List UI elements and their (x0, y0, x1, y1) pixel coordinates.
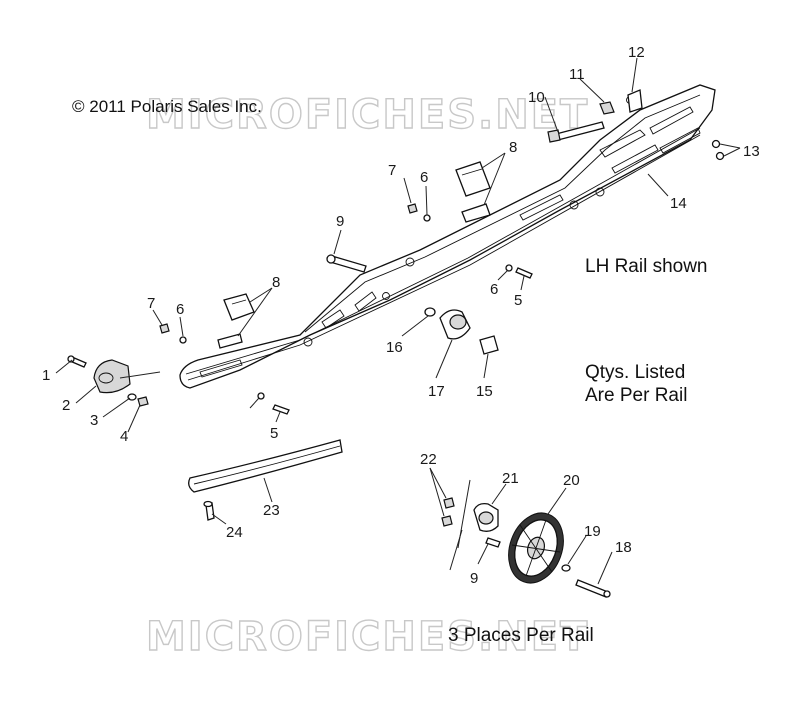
wear-block-front (217, 293, 255, 349)
callout-10: 10 (528, 89, 545, 106)
leader-lines (55, 57, 741, 585)
callout-2: 2 (62, 397, 70, 414)
bogie-washer (561, 564, 571, 572)
callout-17: 17 (428, 383, 445, 400)
callout-1: 1 (42, 367, 50, 384)
bogie-wheel (508, 512, 564, 584)
callout-7-top: 7 (388, 162, 396, 179)
callout-11: 11 (569, 66, 585, 83)
callout-4: 4 (120, 428, 128, 445)
callout-8-front: 8 (272, 274, 280, 291)
rear-screws (711, 139, 725, 161)
note-places: 3 Places Per Rail (448, 625, 594, 646)
rail-bolts (272, 267, 533, 415)
callout-9-rail: 9 (336, 213, 344, 230)
callout-18: 18 (615, 539, 632, 556)
wear-slide (188, 439, 343, 493)
callout-21: 21 (502, 470, 519, 487)
note-lh-rail: LH Rail shown (585, 256, 708, 277)
callout-7-front: 7 (147, 295, 155, 312)
note-qty-line1: Qtys. Listed (585, 362, 685, 383)
rear-axle-bolt (547, 121, 605, 143)
slide-screw (203, 500, 215, 521)
callout-13: 13 (743, 143, 760, 160)
rear-nut (599, 101, 615, 115)
bogie-axle (575, 579, 611, 598)
callout-14: 14 (670, 195, 687, 212)
copyright-text: © 2011 Polaris Sales Inc. (72, 97, 262, 116)
callout-3: 3 (90, 412, 98, 429)
callout-23: 23 (263, 502, 280, 519)
wear-block-rear (455, 161, 491, 223)
idler-assembly (424, 307, 499, 355)
callout-24: 24 (226, 524, 243, 541)
callout-20: 20 (563, 472, 580, 489)
callout-6-front: 6 (176, 301, 184, 318)
callout-8-rear: 8 (509, 139, 517, 156)
callout-5-front: 5 (270, 425, 278, 442)
callout-6-rear: 6 (490, 281, 498, 298)
callout-9-bogie: 9 (470, 570, 478, 587)
note-qty-line2: Are Per Rail (585, 385, 687, 406)
bogie-hardware (441, 497, 455, 527)
callout-5-rear: 5 (514, 292, 522, 309)
tip-bolt (67, 355, 87, 368)
callout-22: 22 (420, 451, 437, 468)
callout-19: 19 (584, 523, 601, 540)
bogie-spacer (473, 502, 499, 532)
rail-axle-bolt (326, 254, 367, 273)
bogie-bolt (485, 537, 501, 548)
watermark-bottom: MICROFICHES.NET (146, 614, 589, 660)
rail-tip (93, 359, 131, 394)
callout-16: 16 (386, 339, 403, 356)
callouts: 1 2 3 4 5 5 6 6 6 7 7 8 8 9 9 10 11 12 1… (42, 44, 760, 587)
watermark-top: MICROFICHES.NET (146, 92, 589, 138)
callout-12: 12 (628, 44, 645, 61)
slide-rail (179, 84, 716, 389)
small-hardware (159, 203, 513, 400)
tip-nut (137, 396, 149, 407)
callout-6-top: 6 (420, 169, 428, 186)
callout-15: 15 (476, 383, 493, 400)
